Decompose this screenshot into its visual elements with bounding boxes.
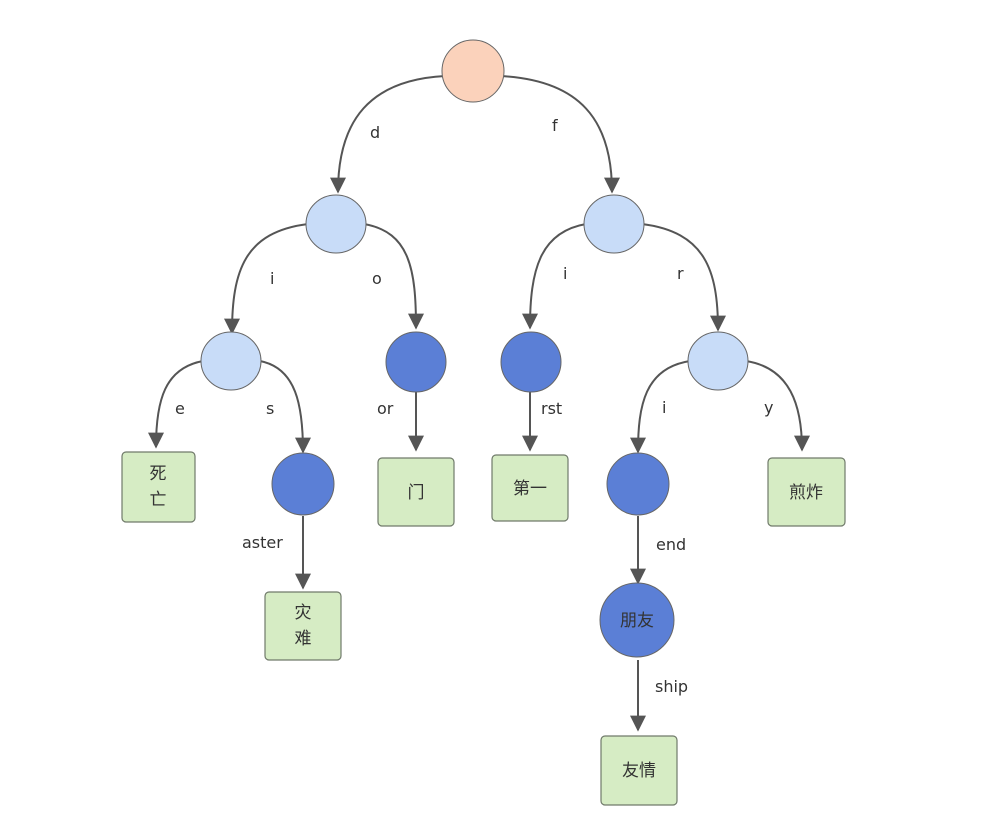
edge-f-i	[522, 223, 587, 330]
leaf-die-line2: 亡	[150, 490, 167, 510]
edge-label-i-right: i	[563, 264, 567, 283]
leaf-friendship-text: 友情	[622, 761, 656, 781]
edge-di-e	[148, 360, 204, 449]
edge-label-or: or	[377, 399, 394, 418]
edge-label-s: s	[266, 399, 274, 418]
edge-label-rst: rst	[541, 399, 562, 418]
edge-labels: d f i o i r e s or rst i y aster end shi…	[175, 116, 773, 696]
node-friend-text: 朋友	[620, 611, 654, 631]
node-fr	[687, 331, 749, 391]
node-f	[583, 194, 645, 254]
edge-label-f: f	[552, 116, 558, 135]
edge-fr-i	[630, 360, 691, 454]
leaf-friendship: 友情	[600, 735, 678, 806]
edge-label-y: y	[764, 398, 773, 417]
leaf-disaster-line1: 灾	[295, 603, 312, 623]
edge-di-s	[259, 360, 311, 454]
nodes: 朋友	[200, 39, 749, 658]
edges	[148, 75, 810, 732]
edge-d-i	[224, 223, 309, 335]
leaves: 死 亡 灾 难 门 第一 煎炸 友情	[121, 451, 846, 806]
edge-label-i-fr: i	[662, 398, 666, 417]
leaf-door-text: 门	[408, 483, 425, 503]
leaf-fry: 煎炸	[767, 457, 846, 527]
edge-label-ship: ship	[655, 677, 688, 696]
edge-label-e: e	[175, 399, 185, 418]
edge-label-o: o	[372, 269, 382, 288]
node-do	[385, 331, 447, 393]
node-d	[305, 194, 367, 254]
edge-label-d: d	[370, 123, 380, 142]
edge-root-f	[499, 75, 620, 194]
edge-label-i-left: i	[270, 269, 274, 288]
node-di	[200, 331, 262, 391]
leaf-fry-text: 煎炸	[789, 483, 823, 503]
edge-label-aster: aster	[242, 533, 283, 552]
node-fi	[500, 331, 562, 393]
edge-d-o	[363, 223, 424, 330]
leaf-first: 第一	[491, 454, 569, 522]
edge-f-r	[641, 223, 726, 332]
leaf-die: 死 亡	[121, 451, 196, 523]
edge-fr-y	[745, 360, 810, 452]
node-fri	[606, 452, 670, 516]
leaf-disaster: 灾 难	[264, 591, 342, 661]
edge-label-end: end	[656, 535, 686, 554]
node-friend	[599, 582, 675, 658]
edge-label-r: r	[677, 264, 684, 283]
leaf-die-line1: 死	[150, 464, 167, 484]
leaf-first-text: 第一	[513, 479, 547, 499]
leaf-disaster-line2: 难	[295, 629, 312, 649]
node-dis	[271, 452, 335, 516]
root-node	[441, 39, 505, 103]
leaf-door: 门	[377, 457, 455, 527]
edge-root-d	[330, 75, 446, 194]
